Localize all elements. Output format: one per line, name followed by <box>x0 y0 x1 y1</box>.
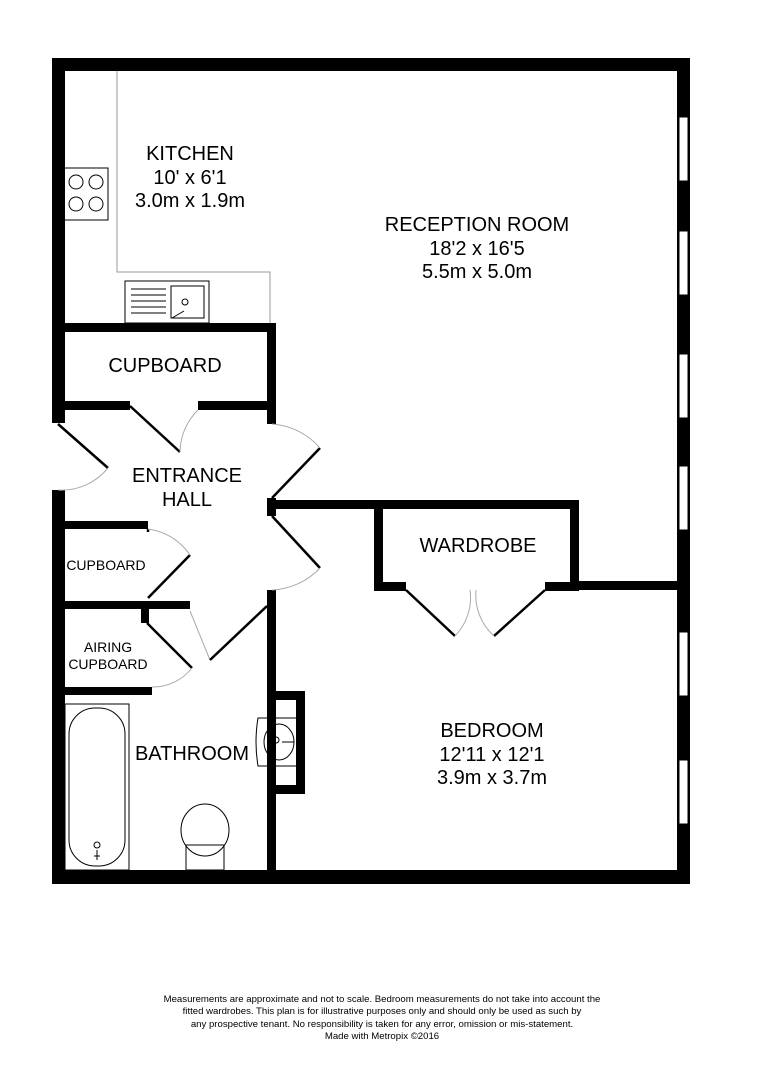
kitchen-label: KITCHEN 10' x 6'1 3.0m x 1.9m <box>110 143 270 214</box>
cupboard-top-label: CUPBOARD <box>85 355 245 379</box>
entrance-hall-line1: ENTRANCE <box>131 465 242 487</box>
wardrobe-label: WARDROBE <box>398 535 558 559</box>
cupboard-top-name: CUPBOARD <box>108 355 222 377</box>
kitchen-name: KITCHEN <box>146 143 234 165</box>
cupboard-small-label: CUPBOARD <box>60 557 152 574</box>
interior-walls <box>52 323 690 884</box>
disclaimer-line1: Measurements are approximate and not to … <box>163 994 601 1005</box>
kitchen-imperial: 10' x 6'1 <box>153 166 227 189</box>
reception-name: RECEPTION ROOM <box>384 214 570 236</box>
airing-cupboard-label: AIRING CUPBOARD <box>60 639 156 672</box>
basin-icon <box>255 717 296 767</box>
entrance-hall-label: ENTRANCE HALL <box>107 465 267 512</box>
reception-label: RECEPTION ROOM 18'2 x 16'5 5.5m x 5.0m <box>357 214 597 285</box>
airing-cupboard-line2: CUPBOARD <box>68 655 148 672</box>
bathtub-icon <box>64 703 130 871</box>
bedroom-label: BEDROOM 12'11 x 12'1 3.9m x 3.7m <box>392 720 592 791</box>
reception-metric: 5.5m x 5.0m <box>421 261 533 284</box>
wardrobe-name: WARDROBE <box>419 535 537 557</box>
bedroom-imperial: 12'11 x 12'1 <box>439 743 545 766</box>
doors <box>57 405 546 688</box>
cupboard-small-name: CUPBOARD <box>66 557 146 573</box>
toilet-icon <box>180 803 230 871</box>
disclaimer-line3: any prospective tenant. No responsibilit… <box>190 1018 574 1030</box>
bedroom-name: BEDROOM <box>440 720 544 742</box>
kitchen-metric: 3.0m x 1.9m <box>134 190 246 213</box>
entrance-hall-line2: HALL <box>161 488 213 511</box>
kitchen-sink-icon <box>124 280 210 324</box>
disclaimer-line4: Made with Metropix ©2016 <box>324 1031 440 1043</box>
bedroom-metric: 3.9m x 3.7m <box>436 767 548 790</box>
disclaimer-line2: fitted wardrobes. This plan is for illus… <box>182 1006 582 1018</box>
reception-imperial: 18'2 x 16'5 <box>429 237 525 260</box>
hob-icon <box>63 167 109 221</box>
bathroom-name: BATHROOM <box>134 743 250 765</box>
kitchen-units <box>116 71 271 323</box>
windows <box>678 116 689 825</box>
airing-cupboard-line1: AIRING <box>83 639 133 655</box>
disclaimer: Measurements are approximate and not to … <box>100 994 664 1044</box>
bathroom-label: BATHROOM <box>127 743 257 767</box>
